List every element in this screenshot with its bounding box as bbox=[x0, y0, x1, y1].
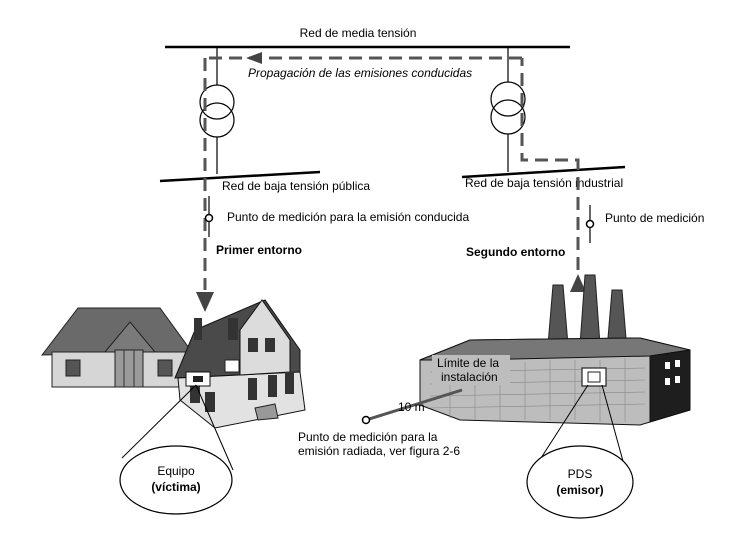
conducted-measurement-point-icon bbox=[204, 213, 214, 223]
victim-label-line1: Equipo bbox=[157, 464, 195, 478]
industrial-measurement-point-icon bbox=[585, 219, 595, 229]
industrial-lv-busbar bbox=[461, 165, 626, 179]
public-lv-network-label: Red de baja tensión pública bbox=[222, 179, 370, 193]
first-environment-label: Primer entorno bbox=[216, 243, 302, 257]
radiated-measurement-point-icon bbox=[361, 415, 371, 425]
installation-limit-line1: Límite de la bbox=[437, 356, 499, 370]
arrow-up-icon bbox=[570, 274, 586, 292]
installation-limit-line2: instalación bbox=[441, 370, 498, 384]
factory-illustration bbox=[419, 274, 691, 426]
conducted-measurement-label: Punto de medición para la emisión conduc… bbox=[227, 210, 469, 224]
radiated-measurement-line1: Punto de medición para la bbox=[298, 430, 438, 444]
installation-limit-label-bg bbox=[432, 355, 510, 385]
right-transformer-icon bbox=[490, 47, 526, 172]
emitter-callout bbox=[526, 445, 634, 519]
arrow-down-icon bbox=[196, 292, 214, 312]
conducted-propagation-label: Propagación de las emisiones conducidas bbox=[248, 66, 472, 80]
distance-label: 10 m bbox=[398, 400, 425, 414]
industrial-lv-network-label: Red de baja tensión industrial bbox=[465, 176, 623, 190]
emitter-label-line1: PDS bbox=[568, 467, 593, 481]
emitter-label-line2: (emisor) bbox=[556, 483, 603, 497]
arrow-left-icon bbox=[246, 52, 262, 64]
public-lv-busbar bbox=[159, 170, 321, 183]
radiated-measurement-line2: emisión radiada, ver figura 2-6 bbox=[298, 444, 460, 458]
victim-label-line2: (víctima) bbox=[151, 480, 200, 494]
second-environment-label: Segundo entorno bbox=[466, 245, 565, 259]
house-illustration bbox=[40, 299, 306, 429]
distance-line bbox=[365, 388, 463, 422]
industrial-measurement-label: Punto de medición bbox=[605, 211, 704, 225]
mv-network-label: Red de media tensión bbox=[300, 26, 417, 40]
victim-callout bbox=[119, 445, 233, 515]
left-transformer-icon bbox=[199, 47, 235, 174]
